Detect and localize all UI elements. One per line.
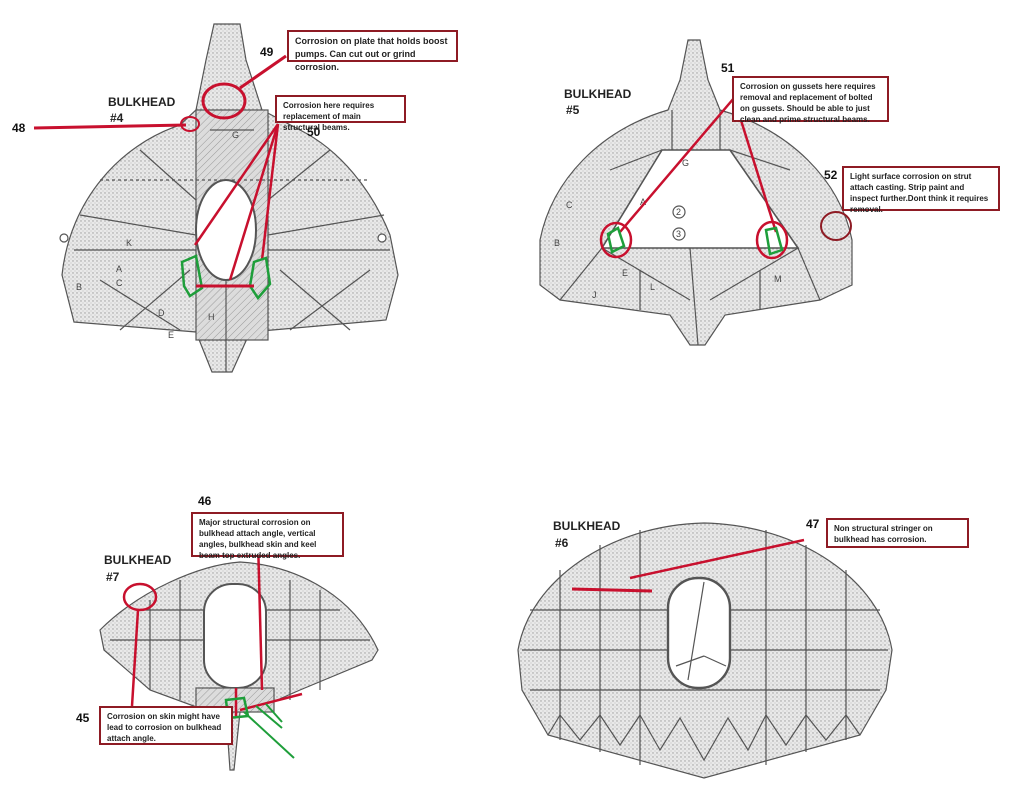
svg-text:B: B — [76, 282, 82, 292]
callout-45-note: Corrosion on skin might have lead to cor… — [99, 706, 233, 745]
callout-48-number: 48 — [12, 121, 26, 135]
callout-52-number: 52 — [824, 168, 838, 182]
svg-text:E: E — [622, 268, 628, 278]
svg-text:K: K — [126, 238, 132, 248]
bulkhead-4-markers — [33, 54, 287, 301]
callout-49-leader — [239, 54, 287, 90]
callout-50-leader-b — [228, 123, 280, 281]
callout-49-circle — [201, 82, 247, 120]
callout-46-leader-a — [256, 539, 264, 691]
bulkhead-7-word: BULKHEAD — [104, 553, 172, 567]
bulkhead-5-drawing — [539, 39, 853, 346]
bulkhead-5-number: #5 — [566, 103, 580, 117]
green-highlight-left — [180, 254, 204, 298]
bulkhead-6-label: BULKHEAD #6 — [553, 519, 621, 550]
svg-text:3: 3 — [676, 229, 681, 239]
callout-48-circle — [180, 116, 200, 132]
callout-45-number: 45 — [76, 711, 90, 725]
callout-49-note: Corrosion on plate that holds boost pump… — [287, 30, 458, 72]
callout-45-circle — [122, 582, 158, 612]
bulkhead-5-label: BULKHEAD #5 — [564, 87, 632, 117]
callout-49-number: 49 — [260, 45, 274, 59]
stringer-highlight — [571, 587, 653, 593]
svg-text:C: C — [566, 200, 573, 210]
svg-text:A: A — [116, 264, 122, 274]
bulkhead-5-word: BULKHEAD — [564, 87, 632, 101]
svg-text:E: E — [168, 330, 174, 340]
bulkhead-6-number: #6 — [555, 536, 569, 550]
svg-text:D: D — [158, 308, 165, 318]
callout-51-circle-left — [599, 221, 633, 259]
callout-52-circle — [820, 211, 852, 241]
bulkhead-4-label: BULKHEAD #4 — [108, 95, 176, 125]
svg-text:G: G — [232, 130, 239, 140]
svg-text:C: C — [116, 278, 123, 288]
bulkhead-4-letters: G K B C D E A H — [76, 130, 239, 340]
svg-text:J: J — [592, 290, 597, 300]
bulkhead-5-letters: G A C B E J L M 2 3 — [554, 158, 782, 300]
green-highlight-right — [248, 256, 272, 301]
callout-51-number: 51 — [721, 61, 735, 75]
bulkhead-4-number: #4 — [110, 111, 124, 125]
callout-50-number: 50 — [307, 125, 321, 139]
callout-47-number: 47 — [806, 517, 820, 531]
bulkhead-7-number: #7 — [106, 570, 120, 584]
bulkhead-6-word: BULKHEAD — [553, 519, 621, 533]
bulkhead-6-drawing — [517, 522, 893, 779]
callout-51-note: Corrosion on gussets here requires remov… — [732, 76, 889, 124]
bulkhead-5-markers — [599, 97, 852, 260]
svg-text:A: A — [640, 197, 646, 207]
bulkhead-6-window — [666, 576, 732, 690]
bulkhead-4-drawing — [59, 23, 399, 373]
svg-text:2: 2 — [676, 207, 681, 217]
callout-48-leader — [33, 123, 187, 130]
callout-47-leader — [629, 538, 805, 580]
callout-50-leader-a — [193, 123, 280, 246]
callout-46-number: 46 — [198, 494, 212, 508]
callout-45-leader — [130, 609, 140, 707]
svg-text:L: L — [650, 282, 655, 292]
bulkhead-7-label: BULKHEAD #7 — [104, 553, 172, 584]
svg-text:G: G — [682, 158, 689, 168]
callout-51-leader-a — [619, 97, 735, 233]
bulkhead-7-markers — [122, 539, 303, 759]
callout-50-note: Corrosion here requires replacement of m… — [275, 95, 406, 132]
bulkhead-4-word: BULKHEAD — [108, 95, 176, 109]
callout-46-note: Major structural corrosion on bulkhead a… — [191, 512, 344, 560]
svg-text:H: H — [208, 312, 215, 322]
green-highlight-left-gusset — [606, 226, 626, 254]
bulkhead-6-markers — [571, 538, 805, 593]
callout-50-leader-c — [260, 123, 280, 261]
svg-text:M: M — [774, 274, 782, 284]
callout-47-note: Non structural stringer on bulkhead has … — [826, 518, 969, 548]
green-highlight-right-gusset — [764, 226, 784, 256]
bulkhead-7-window — [203, 583, 267, 689]
callout-51-circle-right — [755, 220, 789, 260]
svg-text:B: B — [554, 238, 560, 248]
callout-52-note: Light surface corrosion on strut attach … — [842, 166, 1000, 214]
